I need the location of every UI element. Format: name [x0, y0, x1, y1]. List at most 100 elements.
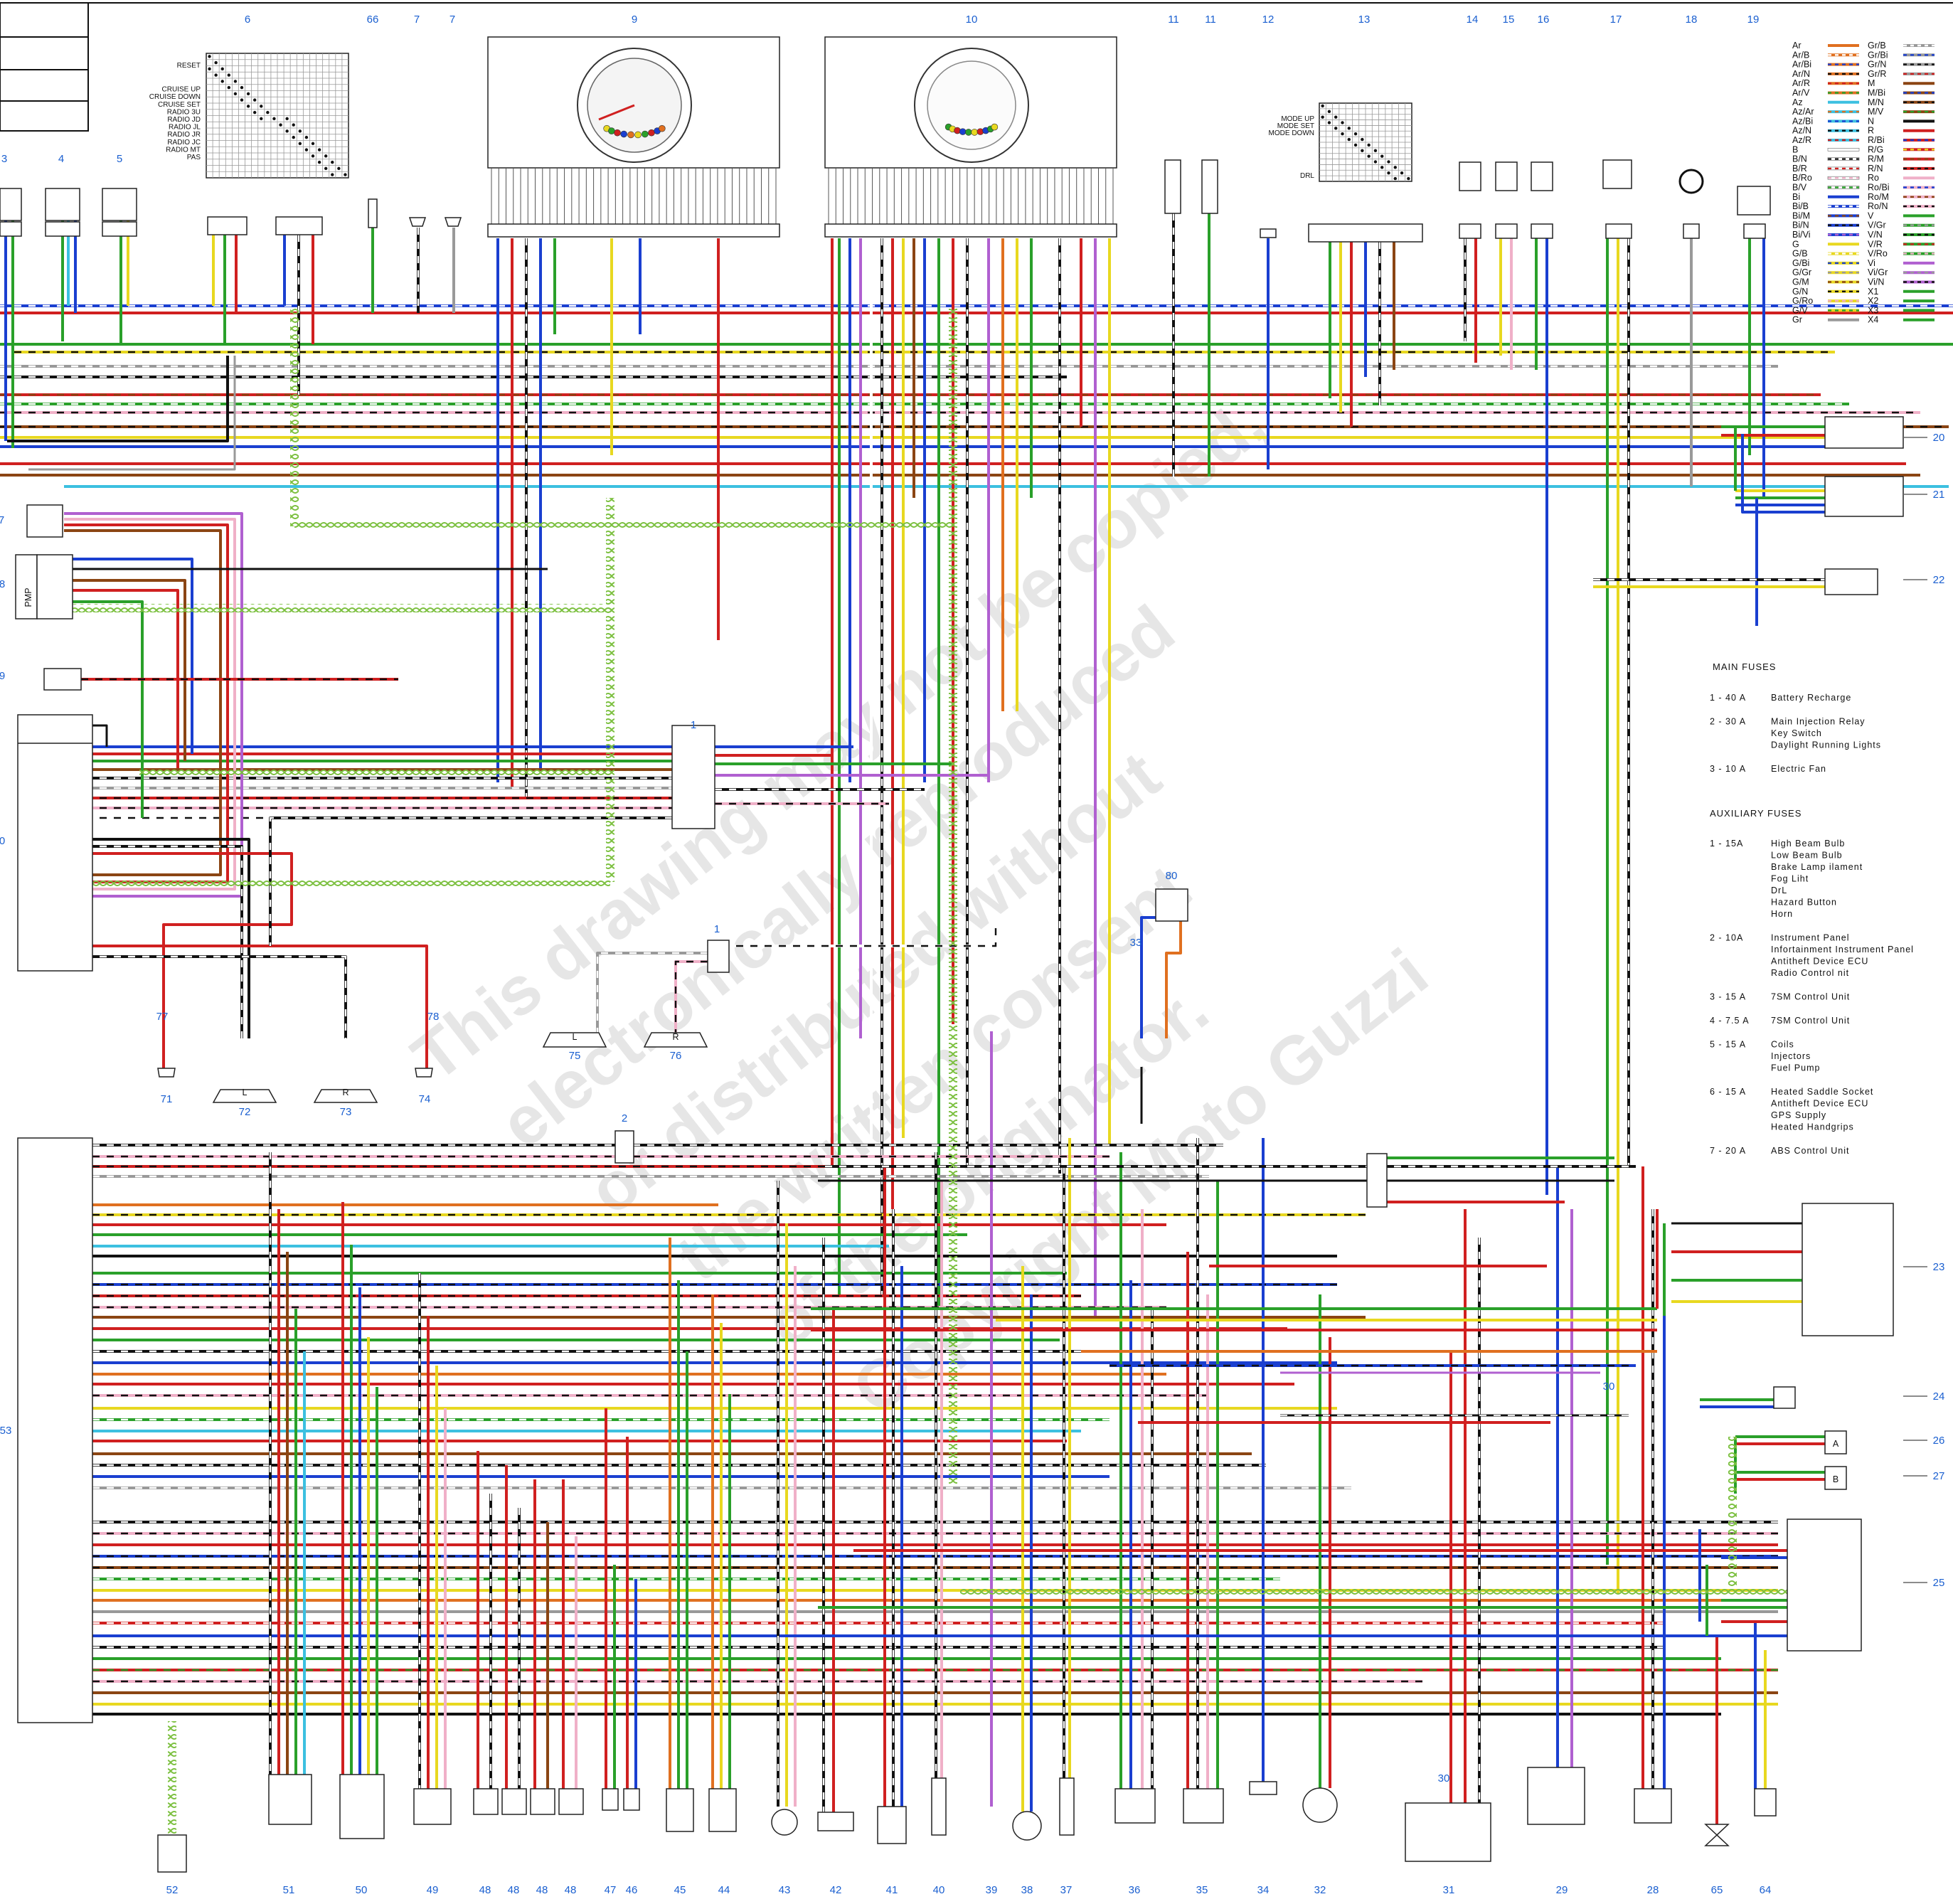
contact-dot — [304, 135, 309, 139]
wire — [64, 512, 243, 898]
component-number: 35 — [1196, 1884, 1208, 1896]
switch-label: RADIO JD — [167, 116, 201, 124]
speaker-letter: L — [243, 1087, 248, 1097]
legend-code: X2 — [1868, 296, 1878, 306]
switch-label: MODE SET — [1277, 122, 1314, 130]
legend-code: R/Bi — [1868, 135, 1885, 145]
indicator-led — [634, 131, 642, 139]
legend-code: Gr/B — [1868, 41, 1886, 50]
contact-dot — [227, 85, 231, 90]
contact-dot — [1361, 149, 1364, 152]
fuse-desc: Antitheft Device ECU — [1771, 1099, 1868, 1109]
contact-dot — [1347, 137, 1351, 142]
indicator-led — [614, 129, 621, 137]
legend-code: M — [1868, 78, 1875, 88]
fuse-desc: Radio Control nit — [1771, 968, 1849, 978]
contact-dot — [298, 129, 302, 133]
switch-label: RADIO JC — [167, 139, 201, 147]
fuse-desc: 7SM Control Unit — [1771, 1016, 1850, 1026]
legend-code: V/Ro — [1868, 249, 1888, 259]
component-number: 34 — [1257, 1884, 1270, 1896]
switch-label: CRUISE SET — [158, 101, 201, 109]
legend-code: Gr/R — [1868, 69, 1886, 79]
indicator-led — [965, 129, 972, 136]
fuse-id: 5 - 15 A — [1710, 1040, 1746, 1050]
component-number: 36 — [1129, 1884, 1141, 1896]
switch-label: RADIO JL — [169, 124, 201, 132]
legend-code: Ro/N — [1868, 201, 1888, 211]
legend-code: M/N — [1868, 97, 1884, 107]
component-number: 18 — [1686, 14, 1698, 26]
fuse-desc: Horn — [1771, 909, 1793, 919]
wire — [64, 518, 236, 890]
contact-dot — [1327, 121, 1331, 124]
contact-dot — [252, 98, 257, 102]
indicator-led — [959, 128, 967, 135]
component-number: 11 — [1205, 14, 1216, 26]
fuse-desc: Antitheft Device ECU — [1771, 957, 1868, 967]
component-number: 43 — [779, 1884, 791, 1896]
contact-dot — [1321, 104, 1324, 108]
switch-label: CRUISE DOWN — [149, 93, 201, 101]
twisted-pair-lines — [71, 306, 1787, 1835]
fuse-id: 2 - 30 A — [1710, 717, 1746, 727]
contact-dot — [220, 67, 224, 71]
fuse-desc: Coils — [1771, 1040, 1794, 1050]
indicator-led — [659, 124, 666, 132]
fuse-id: 3 - 15 A — [1710, 992, 1746, 1002]
wire — [64, 529, 222, 876]
legend-outline — [1827, 176, 1860, 180]
component-number: 75 — [569, 1050, 581, 1062]
left-modules — [15, 504, 1388, 1723]
component-number: 37 — [1060, 1884, 1073, 1896]
legend-code: N — [1868, 116, 1874, 126]
component-number: 48 — [508, 1884, 520, 1896]
component-number: 53 — [0, 1425, 11, 1437]
wire — [71, 579, 186, 761]
contact-dot — [1341, 132, 1344, 136]
bottom-components — [157, 1767, 1777, 1873]
legend-code: B/V — [1792, 183, 1807, 193]
contact-dot — [1353, 143, 1358, 147]
legend-code: G/Bi — [1792, 258, 1809, 268]
fuse-id: 7 - 20 A — [1710, 1146, 1746, 1156]
component-number: 0 — [0, 835, 5, 847]
component-number: 52 — [166, 1884, 179, 1896]
sensor-letter: A — [1833, 1439, 1839, 1449]
indicator-led — [627, 131, 634, 139]
component-number: 29 — [1556, 1884, 1568, 1896]
contact-dot — [260, 117, 263, 121]
wire — [71, 558, 193, 754]
component-number: 25 — [1933, 1577, 1945, 1589]
contact-dot — [1373, 160, 1378, 164]
component-number: 30 — [1603, 1381, 1615, 1393]
legend-code: Bi/N — [1792, 220, 1809, 230]
legend-code: B/Ro — [1792, 173, 1812, 183]
contact-dot — [311, 154, 315, 158]
fuse-desc: DrL — [1771, 885, 1787, 895]
component-number: 7 — [449, 14, 455, 26]
component-number: 3 — [1, 153, 7, 165]
component-number: 38 — [1021, 1884, 1033, 1896]
contact-dot — [1380, 154, 1384, 158]
switch-label: DRL — [1300, 172, 1314, 180]
component-number: 26 — [1933, 1435, 1945, 1447]
legend-code: G/Ro — [1792, 296, 1813, 306]
fuse-desc: Fog Liht — [1771, 874, 1809, 884]
legend-code: Vi/N — [1868, 277, 1884, 287]
component-number: 46 — [626, 1884, 638, 1896]
wire — [71, 955, 347, 1038]
wire-stripe — [708, 925, 997, 947]
twisted-pair — [960, 1587, 1787, 1596]
top-connectors — [368, 159, 1771, 239]
component-number: 8 — [0, 578, 5, 590]
indicator-led — [648, 129, 655, 137]
legend-code: G/B — [1792, 249, 1808, 259]
component-number: 21 — [1933, 489, 1945, 501]
wire — [1741, 434, 1825, 514]
indicator-led — [608, 127, 615, 134]
component-number: 76 — [670, 1050, 682, 1062]
twisted-pair — [139, 767, 612, 776]
indicator-led — [971, 129, 978, 136]
